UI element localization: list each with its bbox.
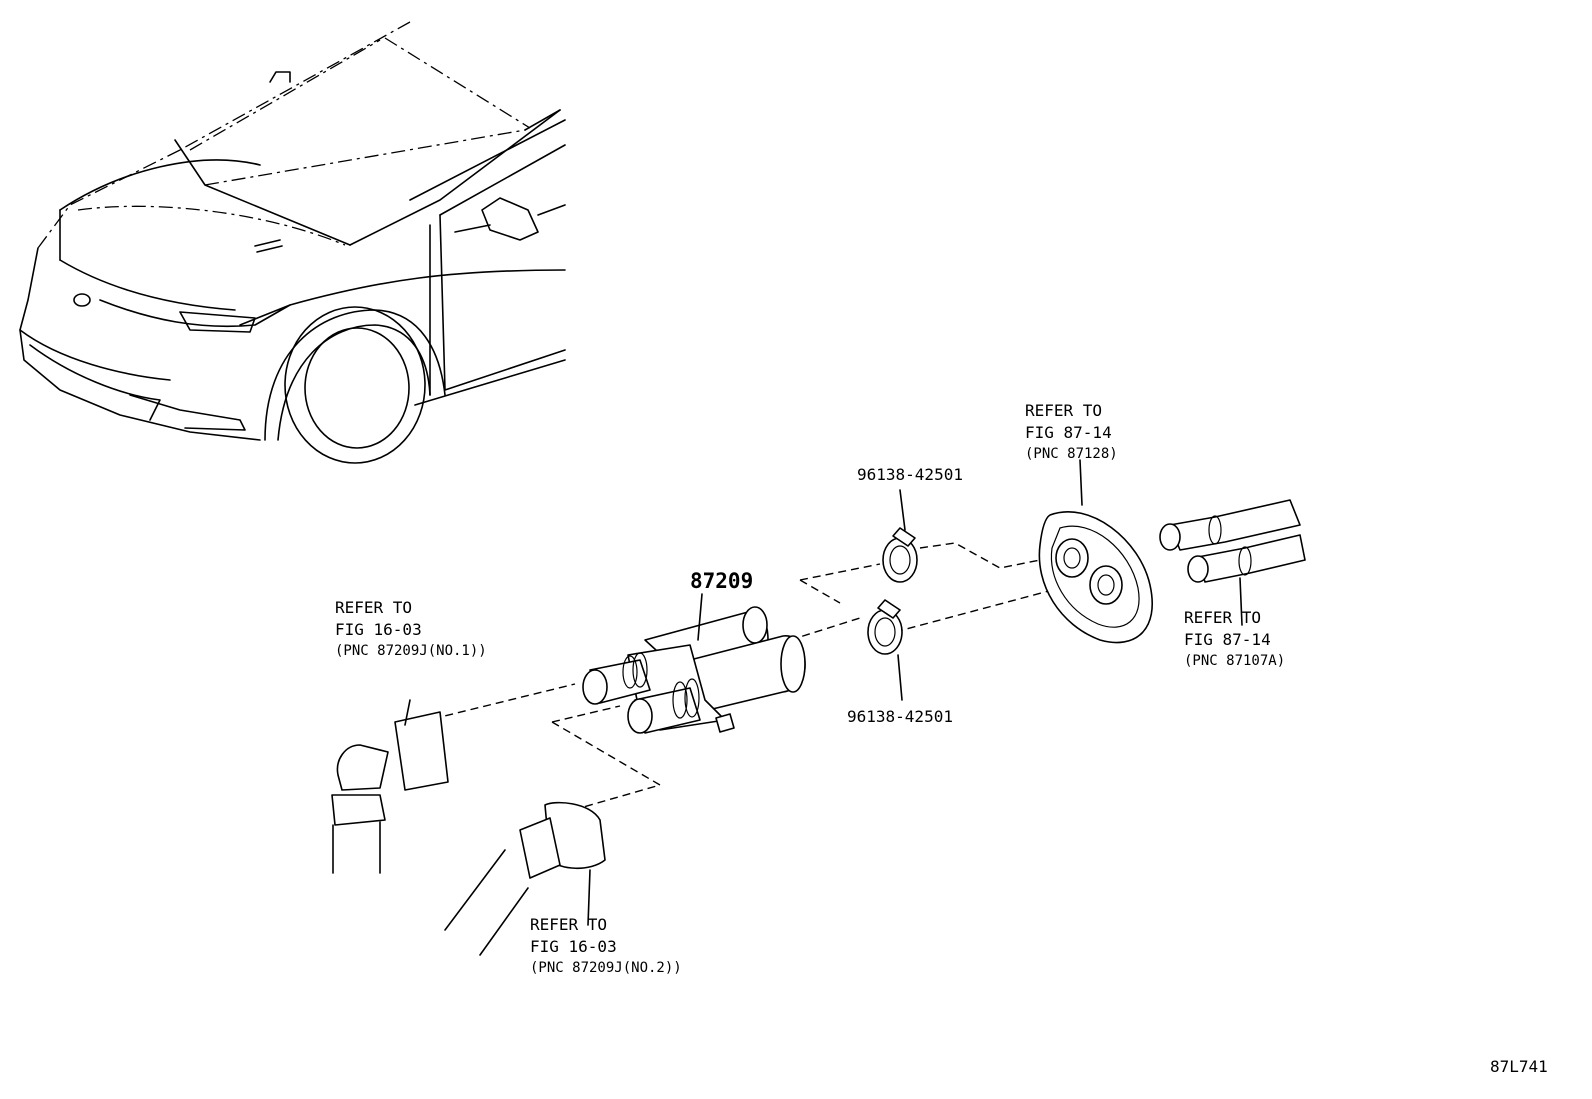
- vehicle-illustration: [19, 21, 566, 464]
- ref-hose-no2-label: REFER TO FIG 16-03 (PNC 87209J(NO.2)): [530, 915, 682, 976]
- ref-grommet-label: REFER TO FIG 87-14 (PNC 87128): [1025, 401, 1118, 462]
- hose-no1: [331, 699, 449, 874]
- svg-text:REFER TO: REFER TO: [1025, 401, 1102, 420]
- svg-text:(PNC 87209J(NO.1)): (PNC 87209J(NO.1)): [335, 643, 487, 659]
- hose-no2: [444, 801, 606, 956]
- svg-text:REFER TO: REFER TO: [530, 915, 607, 934]
- svg-text:(PNC 87107A): (PNC 87107A): [1184, 653, 1285, 669]
- svg-text:FIG 87-14: FIG 87-14: [1025, 423, 1112, 442]
- figure-code: 87L741: [1490, 1057, 1548, 1076]
- water-valve-87209: [582, 593, 806, 734]
- clip-lower-part-number: 96138-42501: [847, 707, 953, 726]
- svg-text:FIG 16-03: FIG 16-03: [335, 620, 422, 639]
- heater-pipes: [1159, 499, 1306, 626]
- svg-text:(PNC 87128): (PNC 87128): [1025, 446, 1118, 462]
- svg-text:(PNC 87209J(NO.2)): (PNC 87209J(NO.2)): [530, 960, 682, 976]
- grommet: [1038, 459, 1153, 644]
- svg-text:FIG 87-14: FIG 87-14: [1184, 630, 1271, 649]
- svg-text:FIG 16-03: FIG 16-03: [530, 937, 617, 956]
- ref-pipes-label: REFER TO FIG 87-14 (PNC 87107A): [1184, 608, 1285, 669]
- svg-text:REFER TO: REFER TO: [1184, 608, 1261, 627]
- hose-clip-lower: [867, 599, 903, 701]
- hose-clip-upper: [882, 489, 918, 583]
- assembly-lines: [419, 542, 1076, 809]
- part-number-87209: 87209: [690, 569, 753, 593]
- ref-hose-no1-label: REFER TO FIG 16-03 (PNC 87209J(NO.1)): [335, 598, 487, 659]
- svg-text:REFER TO: REFER TO: [335, 598, 412, 617]
- clip-upper-part-number: 96138-42501: [857, 465, 963, 484]
